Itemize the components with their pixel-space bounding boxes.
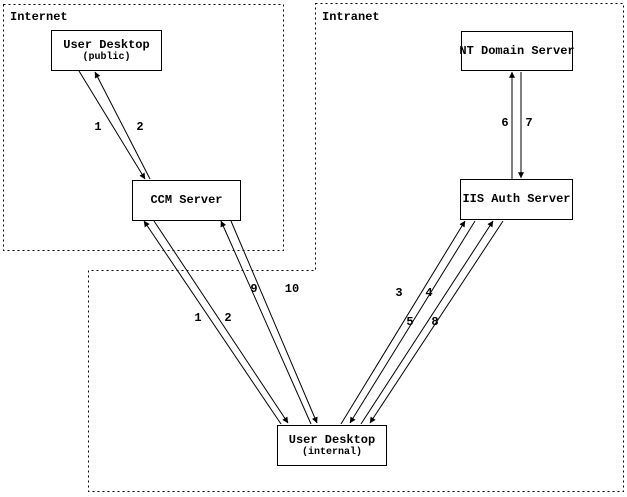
arrow-internet-step1 bbox=[78, 70, 146, 180]
intranet-zone-label: Intranet bbox=[322, 10, 380, 24]
node-subtitle: (internal) bbox=[301, 446, 362, 458]
internet-zone-outline bbox=[3, 4, 284, 251]
node-iis-auth-server: IIS Auth Server bbox=[460, 179, 573, 220]
edge-label-internet-step1: 1 bbox=[94, 120, 102, 134]
edge-label-step5: 5 bbox=[406, 315, 414, 329]
node-user-desktop-internal: User Desktop (internal) bbox=[277, 425, 387, 466]
edge-label-internal-step1: 1 bbox=[194, 311, 202, 325]
node-subtitle: (public) bbox=[82, 51, 131, 63]
node-user-desktop-public: User Desktop (public) bbox=[51, 30, 162, 71]
internet-zone-label: Internet bbox=[10, 10, 68, 24]
edge-label-internet-step2: 2 bbox=[136, 120, 144, 134]
edge-label-step9: 9 bbox=[250, 282, 258, 296]
arrow-step4 bbox=[349, 220, 476, 424]
node-title: IIS Auth Server bbox=[462, 192, 571, 206]
node-title: User Desktop bbox=[63, 37, 150, 52]
node-title: User Desktop bbox=[288, 432, 376, 447]
edge-label-step7: 7 bbox=[525, 116, 533, 130]
edge-label-step6: 6 bbox=[501, 116, 509, 130]
arrow-step3 bbox=[340, 220, 466, 425]
intranet-zone-outline bbox=[88, 3, 624, 492]
node-ccm-server: CCM Server bbox=[132, 180, 241, 221]
arrow-step9 bbox=[220, 220, 312, 425]
arrow-internal-step1 bbox=[143, 220, 282, 425]
edge-label-step3: 3 bbox=[395, 286, 403, 300]
edge-label-step8: 8 bbox=[431, 315, 439, 329]
arrow-internet-step2 bbox=[94, 71, 151, 180]
arrow-internal-step2 bbox=[153, 220, 289, 424]
arrow-step8 bbox=[369, 220, 504, 424]
node-nt-domain-server: NT Domain Server bbox=[459, 31, 575, 71]
edge-label-step10: 10 bbox=[284, 282, 300, 296]
edge-label-internal-step2: 2 bbox=[224, 311, 232, 325]
arrow-step5 bbox=[360, 220, 494, 425]
edge-label-step4: 4 bbox=[425, 286, 433, 300]
node-title: CCM Server bbox=[150, 193, 223, 207]
node-title: NT Domain Server bbox=[459, 43, 575, 58]
arrow-step10 bbox=[230, 220, 318, 424]
